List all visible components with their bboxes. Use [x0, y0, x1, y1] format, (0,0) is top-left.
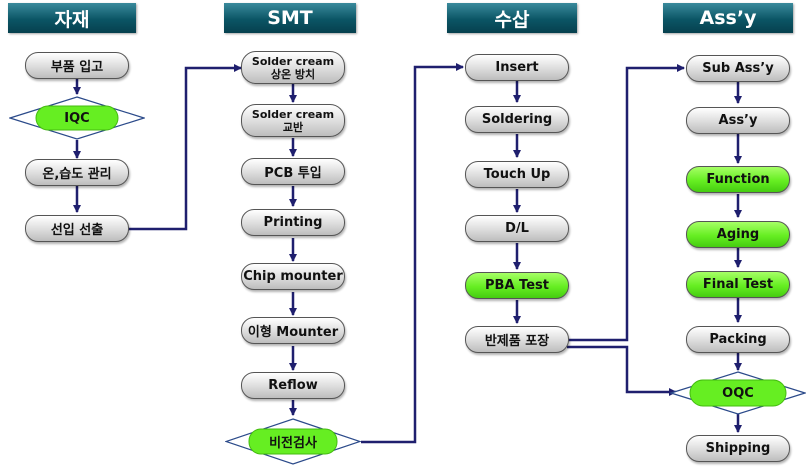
step-solder-cream-mix: Solder cream 교반: [241, 104, 345, 137]
step-function-test: Function: [686, 166, 790, 193]
solder-thaw-line2: 상온 방치: [270, 67, 316, 81]
step-oqc-decision: OQC: [670, 371, 806, 415]
vision-inspection-label: 비전검사: [269, 436, 317, 451]
step-printing: Printing: [241, 209, 345, 236]
header-smt: SMT: [224, 3, 356, 33]
step-touch-up: Touch Up: [465, 161, 569, 188]
step-aging: Aging: [686, 221, 790, 248]
solder-mix-line2: 교반: [282, 120, 304, 134]
step-parts-incoming: 부품 입고: [25, 52, 129, 79]
step-packing: Packing: [686, 326, 790, 353]
step-solder-cream-thaw: Solder cream 상온 방치: [241, 51, 345, 84]
step-pcb-input: PCB 투입: [241, 158, 345, 185]
step-iqc-decision: IQC: [9, 96, 145, 140]
step-odd-form-mounter: 이형 Mounter: [241, 317, 345, 344]
step-vision-inspection: 비전검사: [225, 418, 361, 465]
step-final-test: Final Test: [686, 271, 790, 298]
step-temp-humidity-control: 온,습도 관리: [25, 159, 129, 186]
header-manual-insertion: 수삽: [447, 3, 577, 33]
solder-thaw-line1: Solder cream: [251, 54, 335, 68]
header-assembly: Ass’y: [663, 3, 793, 33]
step-soldering: Soldering: [465, 106, 569, 133]
step-insert: Insert: [465, 54, 569, 81]
oqc-label: OQC: [722, 385, 754, 401]
step-download: D/L: [465, 215, 569, 242]
step-assembly: Ass’y: [686, 107, 790, 134]
iqc-label: IQC: [64, 110, 90, 126]
step-fifo: 선입 선출: [25, 215, 129, 242]
solder-mix-line1: Solder cream: [251, 107, 335, 121]
step-reflow: Reflow: [241, 372, 345, 399]
step-semi-product-packing: 반제품 포장: [465, 326, 569, 353]
step-sub-assembly: Sub Ass’y: [686, 55, 790, 82]
step-pba-test: PBA Test: [465, 272, 569, 299]
step-chip-mounter: Chip mounter: [241, 263, 345, 290]
header-material: 자재: [8, 3, 136, 33]
step-shipping: Shipping: [686, 435, 790, 462]
